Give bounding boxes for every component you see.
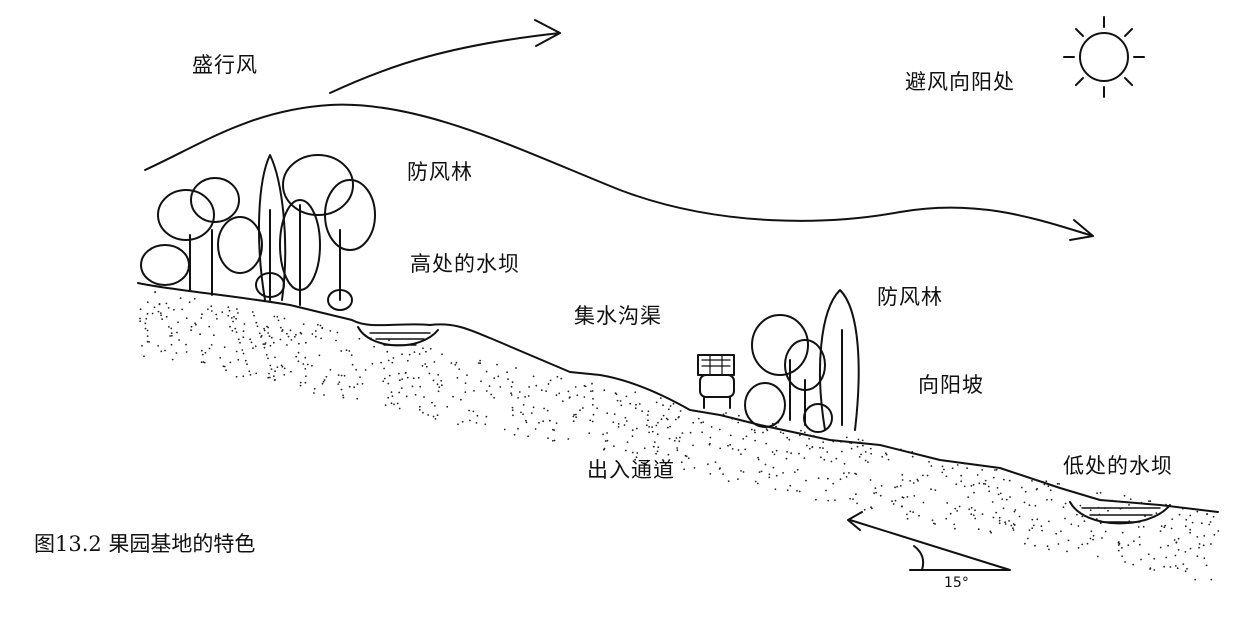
swale-label: 集水沟渠 <box>574 306 662 327</box>
vehicle-icon <box>698 355 734 408</box>
sheltered-sunny-label: 避风向阳处 <box>905 72 1015 93</box>
slope-angle-indicator <box>848 512 1010 570</box>
slope-angle-label: 15° <box>944 576 969 590</box>
windbreak-upper-label: 防风林 <box>407 162 473 183</box>
windbreak-lower-label: 防风林 <box>877 287 943 308</box>
high-dam-label: 高处的水坝 <box>410 254 520 275</box>
prevailing-wind-label: 盛行风 <box>192 55 258 76</box>
upper-windbreak-trees <box>141 155 375 310</box>
low-dam-label: 低处的水坝 <box>1063 456 1173 477</box>
figure-caption: 图13.2 果园基地的特色 <box>34 534 255 555</box>
soil-stipple <box>139 291 1219 580</box>
ground-profile <box>138 283 1218 512</box>
high-dam-pond <box>358 327 438 345</box>
upper-wind-arrow <box>330 20 560 93</box>
lower-windbreak-trees <box>745 290 859 432</box>
sun-icon <box>1064 17 1144 97</box>
access-road-label: 出入通道 <box>587 460 675 481</box>
sunny-slope-label: 向阳坡 <box>918 375 984 396</box>
